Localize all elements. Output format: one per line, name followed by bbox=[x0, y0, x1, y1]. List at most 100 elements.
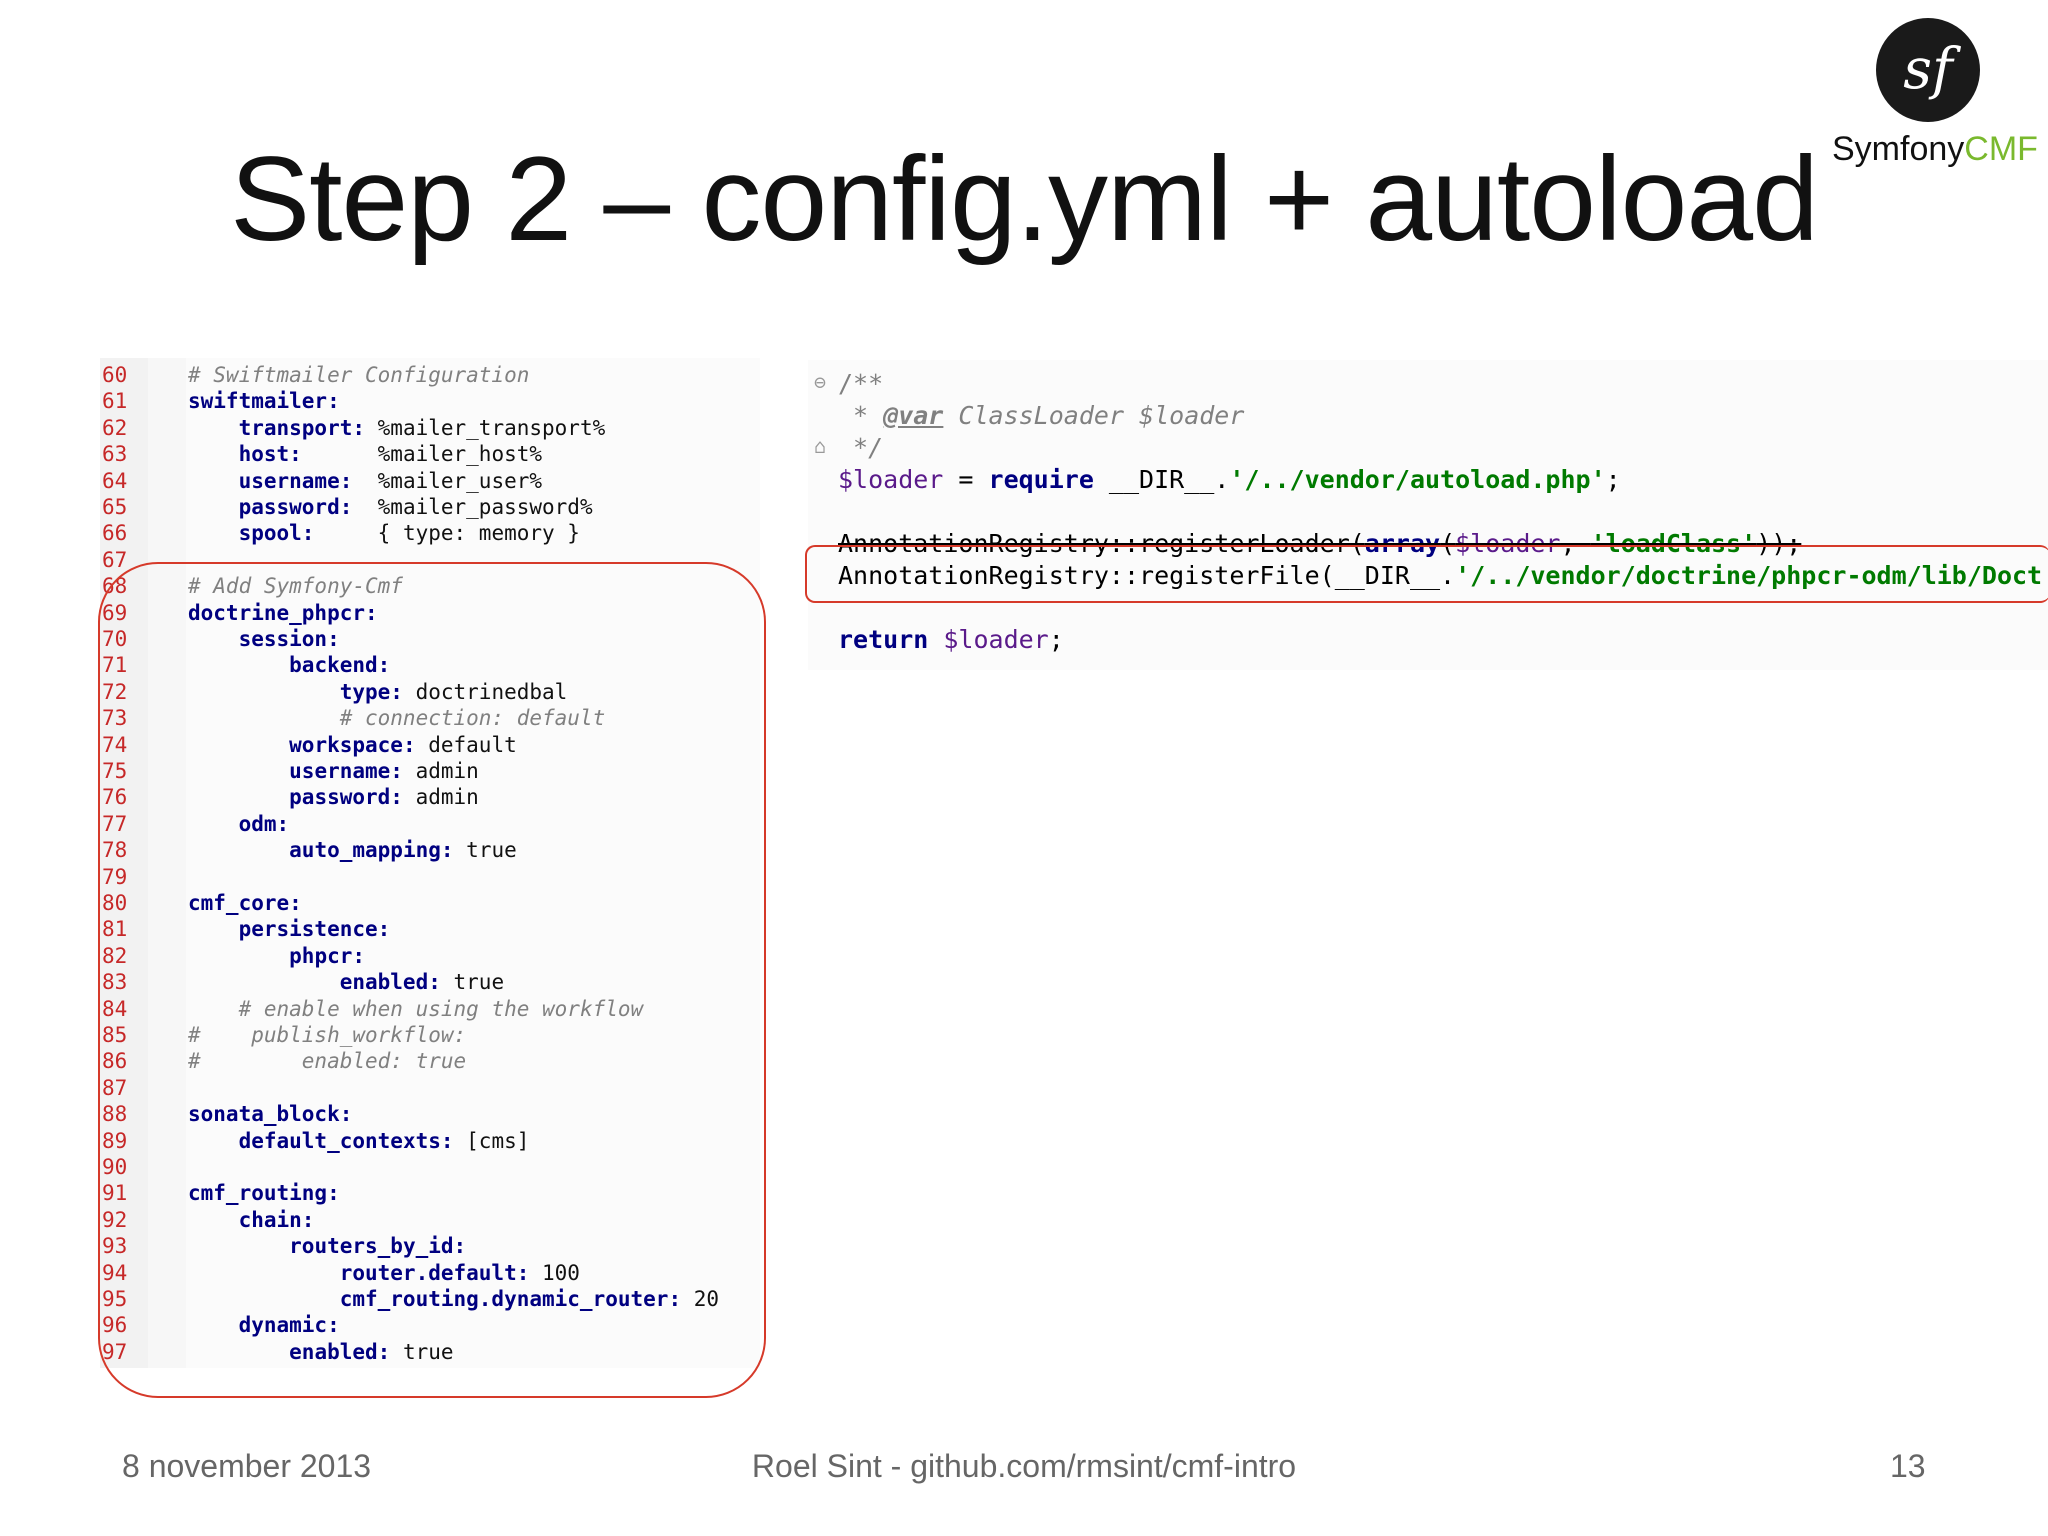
doc-tag: @var bbox=[883, 401, 944, 430]
footer-date: 8 november 2013 bbox=[122, 1448, 372, 1484]
code-content: sonata_block: bbox=[188, 1101, 352, 1127]
code-op: = bbox=[943, 465, 989, 494]
yaml-key: enabled: bbox=[339, 970, 441, 995]
yaml-key: cmf_routing: bbox=[188, 1181, 340, 1206]
code-line-highlighted: AnnotationRegistry::registerFile(__DIR__… bbox=[838, 560, 2042, 592]
symfony-sf-icon: sf bbox=[1876, 18, 1980, 122]
code-content: password: admin bbox=[188, 784, 479, 810]
code-line: $loader = require __DIR__.'/../vendor/au… bbox=[838, 464, 1621, 496]
yaml-key: username: bbox=[238, 468, 353, 493]
line-number: 79 bbox=[102, 864, 128, 889]
line-number: 81 bbox=[102, 917, 128, 942]
yaml-value: %mailer_user% bbox=[352, 468, 543, 493]
line-number: 90 bbox=[102, 1155, 128, 1179]
line-number-gutter bbox=[100, 358, 149, 1368]
code-keyword: require bbox=[988, 465, 1094, 494]
line-number: 93 bbox=[102, 1234, 128, 1259]
code-text: AnnotationRegistry::registerLoader( bbox=[838, 529, 1365, 558]
logo-accent: CMF bbox=[1964, 130, 2038, 168]
yaml-key: workspace: bbox=[289, 732, 416, 757]
yaml-comment: # connection: default bbox=[339, 706, 606, 731]
yaml-value: admin bbox=[402, 785, 479, 810]
code-var: $loader bbox=[838, 465, 944, 494]
line-number: 78 bbox=[102, 838, 128, 863]
highlight-box-config bbox=[98, 562, 766, 1398]
yaml-comment: # publish_workflow: bbox=[188, 1023, 467, 1047]
line-number: 96 bbox=[102, 1313, 128, 1338]
yaml-key: default_contexts: bbox=[238, 1128, 454, 1153]
yaml-value: { type: memory } bbox=[314, 521, 580, 546]
indent bbox=[188, 442, 239, 466]
code-content: enabled: true bbox=[188, 1339, 454, 1365]
code-content: session: bbox=[188, 626, 340, 652]
code-line-deprecated: AnnotationRegistry::registerLoader(array… bbox=[838, 528, 1801, 560]
line-number: 86 bbox=[102, 1049, 128, 1074]
line-number: 73 bbox=[102, 706, 128, 731]
code-content: cmf_routing: bbox=[188, 1180, 340, 1206]
code-line: /** bbox=[838, 369, 884, 398]
code-string: '/../vendor/autoload.php' bbox=[1229, 465, 1606, 494]
yaml-key: backend: bbox=[289, 653, 391, 678]
yaml-key: router.default: bbox=[339, 1260, 530, 1285]
yaml-key: swiftmailer: bbox=[188, 389, 340, 414]
code-content: # connection: default bbox=[188, 705, 606, 731]
code-line: return $loader; bbox=[838, 624, 1064, 656]
yaml-value: %mailer_transport% bbox=[365, 415, 606, 440]
code-content: phpcr: bbox=[188, 943, 365, 969]
line-number: 88 bbox=[102, 1102, 128, 1127]
line-number: 66 bbox=[102, 521, 128, 546]
highlight-box-autoload bbox=[805, 545, 2048, 603]
code-content: # Swiftmailer Configuration bbox=[188, 362, 529, 388]
line-number: 95 bbox=[102, 1287, 128, 1311]
yaml-key: transport: bbox=[238, 415, 366, 440]
yaml-value: admin bbox=[402, 759, 479, 783]
yaml-key: cmf_routing.dynamic_router: bbox=[339, 1287, 682, 1311]
yaml-key: phpcr: bbox=[289, 943, 366, 968]
code-content: cmf_core: bbox=[188, 890, 302, 916]
line-number: 64 bbox=[102, 468, 128, 493]
code-content: type: doctrinedbal bbox=[188, 679, 568, 705]
code-text: )); bbox=[1756, 529, 1802, 558]
yaml-value: true bbox=[440, 970, 505, 995]
code-content: backend: bbox=[188, 652, 390, 678]
code-line: */ bbox=[838, 433, 884, 462]
code-content: enabled: true bbox=[188, 969, 504, 995]
yaml-key: type: bbox=[339, 679, 403, 704]
symfony-cmf-logo: sf SymfonyCMF bbox=[1818, 18, 2038, 168]
line-number: 63 bbox=[102, 442, 128, 467]
yaml-key: routers_by_id: bbox=[289, 1234, 467, 1259]
yaml-key: enabled: bbox=[289, 1339, 391, 1364]
fold-end-icon[interactable]: ⌂ bbox=[814, 434, 827, 458]
line-number: 85 bbox=[102, 1023, 128, 1047]
yaml-comment: # enable when using the workflow bbox=[238, 996, 644, 1021]
code-text: ( bbox=[1440, 529, 1456, 558]
yaml-key: session: bbox=[238, 627, 340, 651]
code-string: 'loadClass' bbox=[1590, 529, 1757, 558]
line-number: 74 bbox=[102, 732, 128, 757]
yaml-comment: # Add Symfony-Cmf bbox=[188, 574, 403, 599]
line-number: 61 bbox=[102, 389, 128, 414]
code-keyword: return bbox=[838, 625, 929, 654]
code-keyword: array bbox=[1364, 529, 1441, 558]
indent bbox=[188, 495, 239, 519]
fold-toggle-icon[interactable]: ⊖ bbox=[814, 370, 827, 394]
line-number: 75 bbox=[102, 759, 128, 783]
yaml-key: auto_mapping: bbox=[289, 838, 454, 863]
code-content: transport: %mailer_transport% bbox=[188, 415, 606, 441]
yaml-value: %mailer_host% bbox=[301, 442, 543, 467]
line-number: 82 bbox=[102, 943, 128, 968]
line-number: 80 bbox=[102, 891, 128, 915]
code-content: host: %mailer_host% bbox=[188, 441, 542, 467]
yaml-key: doctrine_phpcr: bbox=[188, 600, 378, 625]
code-content: routers_by_id: bbox=[188, 1233, 466, 1259]
indent bbox=[188, 521, 239, 545]
line-number: 62 bbox=[102, 415, 128, 440]
line-number: 65 bbox=[102, 495, 128, 519]
yaml-key: chain: bbox=[238, 1207, 315, 1232]
line-number: 77 bbox=[102, 811, 128, 836]
code-var: $loader bbox=[1455, 529, 1561, 558]
yaml-value: true bbox=[390, 1339, 454, 1364]
code-string: '/../vendor/doctrine/phpcr-odm/lib/Doct bbox=[1455, 561, 2043, 590]
line-number: 71 bbox=[102, 653, 128, 678]
footer-author: Roel Sint - github.com/rmsint/cmf-intro bbox=[751, 1448, 1297, 1484]
